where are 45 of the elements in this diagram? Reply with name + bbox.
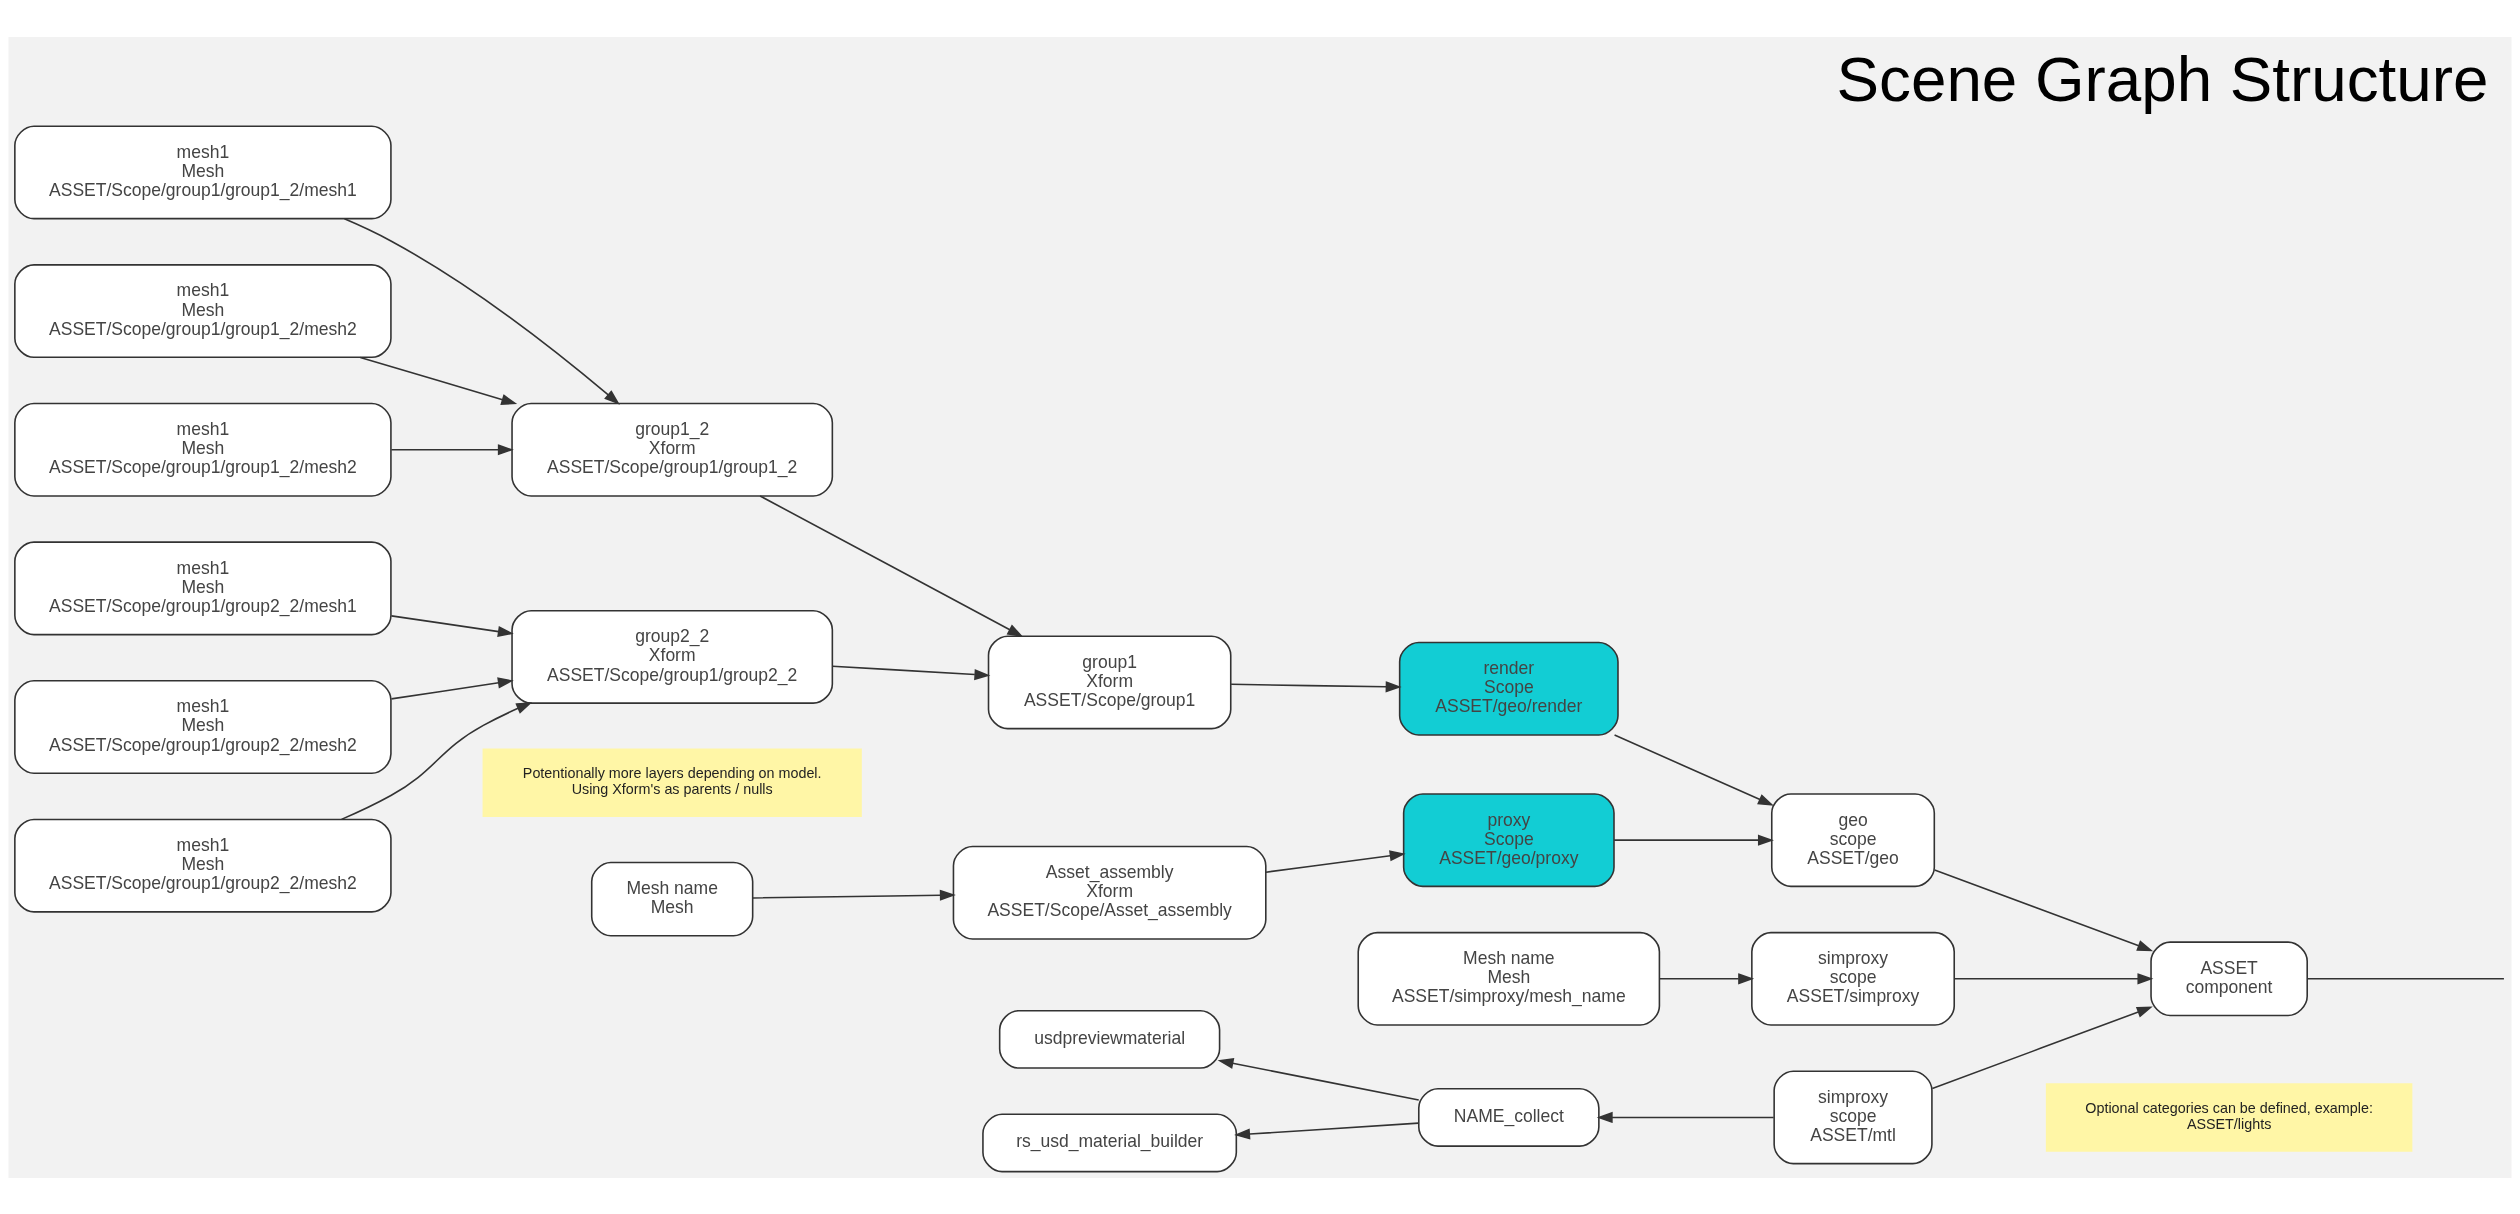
arrow — [1933, 868, 2154, 951]
node-box: Mesh name Mesh ASSET/simproxy/mesh_name — [1357, 931, 1661, 1026]
arrow — [1234, 1121, 1420, 1140]
node-box: render Scope ASSET/geo/render — [1398, 641, 1619, 736]
node-box: Mesh name Mesh — [590, 861, 754, 937]
node-box: NAME_collect — [1418, 1087, 1600, 1147]
node-box: mesh1 Mesh ASSET/Scope/group1/group1_2/mesh2 — [14, 263, 392, 358]
arrow — [1613, 834, 1774, 846]
arrow — [752, 889, 956, 901]
node-box: usdpreviewmaterial — [998, 1009, 1221, 1069]
node-box: ASSET component — [2150, 940, 2308, 1016]
node-box: mesh1 Mesh ASSET/Scope/group1/group1_2/mesh2 — [14, 402, 392, 497]
node-box: proxy Scope ASSET/geo/proxy — [1402, 792, 1615, 887]
node-box: mesh1 Mesh ASSET/Scope/group1/group1_2/mesh1 — [14, 124, 392, 219]
arrow — [831, 664, 991, 680]
arrow — [1953, 972, 2154, 984]
arrow — [390, 443, 514, 455]
node-box: geo scope ASSET/geo — [1770, 792, 1936, 887]
arrow — [1931, 1006, 2153, 1089]
arrow — [390, 614, 514, 637]
node-box: Potentionally more layers depending on model. Using Xform's as parents / nulls — [482, 748, 862, 817]
node-box: simproxy scope ASSET/mtl — [1773, 1069, 1933, 1164]
node-box: group1 Xform ASSET/Scope/group1 — [987, 634, 1232, 729]
arrow — [359, 356, 518, 405]
arrow — [1613, 733, 1774, 806]
node-box: mesh1 Mesh ASSET/Scope/group1/group2_2/mesh2 — [14, 818, 392, 913]
arrow — [1230, 680, 1402, 692]
node-box: simproxy scope ASSET/simproxy — [1751, 931, 1956, 1026]
arrow — [1596, 1111, 1775, 1123]
connector — [2306, 977, 2505, 980]
diagram-title: Scene Graph Structure — [1836, 42, 2489, 115]
node-box: Asset_assembly Xform ASSET/Scope/Asset_assembly — [952, 845, 1267, 940]
node-box: mesh1 Mesh ASSET/Scope/group1/group2_2/mesh2 — [14, 679, 392, 774]
arrow — [343, 217, 620, 405]
arrow — [340, 701, 533, 820]
arrow — [1658, 972, 1755, 984]
arrow — [1265, 849, 1406, 873]
arrow — [1217, 1057, 1420, 1101]
node-box: group1_2 Xform ASSET/Scope/group1/group1_2 — [511, 402, 834, 497]
node-box: Optional categories can be defined, example: ASSET/lights — [2045, 1082, 2413, 1152]
arrow — [759, 494, 1024, 637]
node-box: mesh1 Mesh ASSET/Scope/group1/group2_2/mesh1 — [14, 540, 392, 635]
node-box: rs_usd_material_builder — [982, 1112, 1238, 1172]
arrow — [390, 676, 514, 700]
node-box: group2_2 Xform ASSET/Scope/group1/group2_2 — [511, 609, 834, 704]
